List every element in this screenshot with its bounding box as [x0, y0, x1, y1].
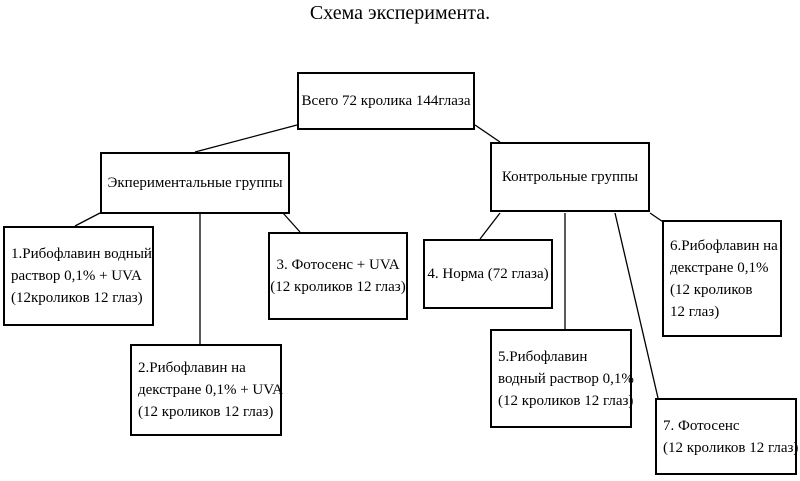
group-node-4-line: 4. Норма (72 глаза)	[427, 266, 549, 282]
group-node-5-line: (12 кроликов 12 глаз)	[498, 392, 634, 409]
control-groups-label: Контрольные группы	[501, 169, 639, 185]
group-node-1-line: 1.Рибофлавин водный	[11, 246, 152, 262]
group-node-2-line: 2.Рибофлавин на	[138, 360, 246, 376]
experimental-groups-node: Экпериментальные группы	[100, 152, 290, 214]
root-node: Всего 72 кролика 144глаза	[297, 72, 475, 130]
experimental-groups-label: Экпериментальные группы	[107, 175, 283, 191]
group-node-2-line: (12 кроликов 12 глаз)	[138, 404, 274, 420]
group-node-7: 7. Фотосенс (12 кроликов 12 глаз)	[655, 398, 799, 475]
group-node-6: 6.Рибофлавин на декстране 0,1% (12 кроли…	[662, 220, 782, 337]
connector-control-n4	[479, 212, 501, 240]
group-node-6-line: декстране 0,1%	[670, 259, 769, 276]
group-node-1-line: раствор 0,1% + UVA	[11, 268, 142, 284]
group-node-7-line: 7. Фотосенс	[663, 417, 740, 434]
group-node-1-line: (12кроликов 12 глаз)	[11, 290, 143, 306]
group-node-1: 1.Рибофлавин водный раствор 0,1% + UVA (…	[3, 226, 154, 326]
control-groups-node: Контрольные группы	[490, 142, 650, 212]
group-node-7-line: (12 кроликов 12 глаз)	[663, 439, 799, 456]
group-node-5-line: 5.Рибофлавин	[498, 348, 588, 365]
group-node-3-line: 3. Фотосенс + UVA	[276, 257, 400, 273]
connector-control-n7	[614, 212, 659, 399]
diagram-title: Схема эксперимента.	[309, 2, 491, 24]
connector-root-control	[474, 124, 501, 143]
group-node-3: 3. Фотосенс + UVA (12 кроликов 12 глаз)	[268, 232, 408, 320]
connector-root-experimental	[194, 124, 298, 153]
connector-experimental-n3	[282, 212, 301, 233]
group-node-3-line: (12 кроликов 12 глаз)	[270, 279, 406, 295]
group-node-6-line: 6.Рибофлавин на	[670, 237, 778, 254]
group-node-6-line: 12 глаз)	[670, 303, 720, 320]
group-node-6-line: (12 кроликов	[670, 281, 753, 298]
group-node-4: 4. Норма (72 глаза)	[423, 239, 553, 309]
connector-experimental-n1	[74, 212, 101, 227]
group-node-2: 2.Рибофлавин на декстране 0,1% + UVA (12…	[130, 344, 283, 436]
group-node-5: 5.Рибофлавин водный раствор 0,1% (12 кро…	[490, 329, 634, 428]
root-node-text: Всего 72 кролика 144глаза	[301, 93, 471, 109]
group-node-5-line: водный раствор 0,1%	[498, 370, 634, 387]
group-node-2-line: декстране 0,1% + UVA	[138, 382, 283, 398]
